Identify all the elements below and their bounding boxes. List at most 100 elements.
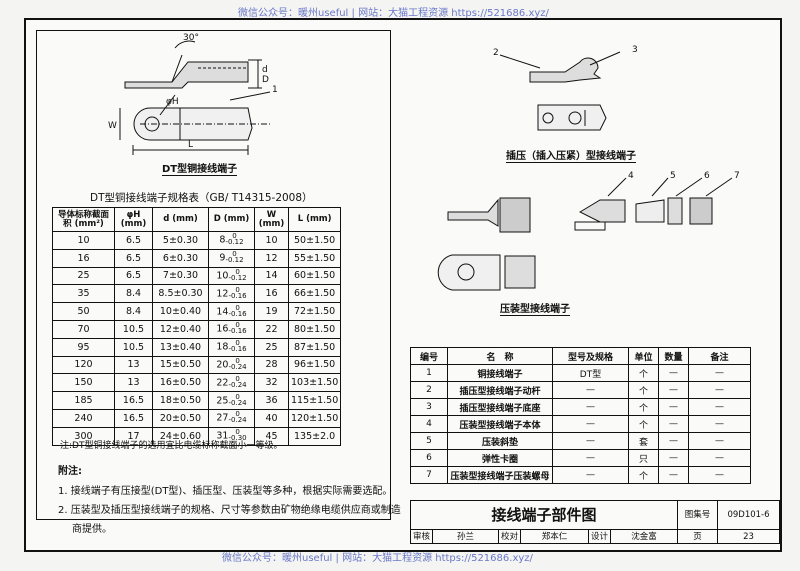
parts-table-cell: — <box>658 449 689 467</box>
parts-table-cell: 个 <box>628 381 659 399</box>
dim-D-base: 12 <box>216 288 229 300</box>
notes-heading: 附注: <box>58 466 82 477</box>
spec-table: 导体标称截面积 (mm²) φH (mm) d (mm) D (mm) W (m… <box>52 207 342 446</box>
designer-signature: 沈金富 <box>611 530 678 544</box>
spec-table-title: DT型铜接线端子规格表（GB/ T14315-2008） <box>90 192 313 204</box>
dim-D-base: 22 <box>216 377 229 389</box>
dim-D-upper-tol: 0 <box>235 321 240 330</box>
parts-table-cell: — <box>552 466 629 484</box>
spec-table-header-row: 导体标称截面积 (mm²) φH (mm) d (mm) D (mm) W (m… <box>52 207 342 232</box>
header-cell: 数量 <box>658 347 689 365</box>
parts-table-cell: — <box>552 398 629 416</box>
dim-D-lower-tol: -0.16 <box>228 309 247 318</box>
dim-D-base: 16 <box>216 323 229 335</box>
dim-D-upper-tol: 0 <box>235 303 240 312</box>
callout-1: 1 <box>272 85 278 95</box>
parts-table-cell: — <box>658 364 689 382</box>
note-1: 1. 接线端子有压接型(DT型)、插压型、压装型等多种，根据实际需要选配。 <box>58 486 393 497</box>
parts-table-cell: — <box>688 398 751 416</box>
dim-D-base: 8 <box>219 234 226 246</box>
parts-table-cell: 插压型接线端子底座 <box>447 398 553 416</box>
parts-table-cell: — <box>552 449 629 467</box>
dim-H-label: φH <box>166 97 179 107</box>
dim-D-upper-tol: 0 <box>232 232 237 241</box>
callout-4: 4 <box>628 171 634 181</box>
parts-table-cell: — <box>688 415 751 433</box>
dim-D-upper-tol: 0 <box>235 428 240 437</box>
header-cell: 型号及规格 <box>552 347 629 365</box>
dim-D-base: 20 <box>216 359 229 371</box>
parts-table-cell: — <box>552 381 629 399</box>
parts-table-cell: — <box>688 466 751 484</box>
dim-D-lower-tol: -0.24 <box>228 380 247 389</box>
header-cell: 编号 <box>410 347 448 365</box>
atlas-number: 09D101-6 <box>718 501 779 530</box>
press-drawing-caption: 压装型接线端子 <box>500 300 570 316</box>
dim-D-lower-tol: -0.16 <box>228 345 247 354</box>
dim-D-lower-tol: -0.24 <box>228 416 247 425</box>
watermark-top: 微信公众号：暖州useful | 网站：大猫工程资源 https://52168… <box>238 8 549 19</box>
parts-table-cell: 铜接线端子 <box>447 364 553 382</box>
parts-table-cell: — <box>658 466 689 484</box>
dim-D-lower-tol: -0.30 <box>228 434 247 443</box>
dim-D-lower-tol: -0.24 <box>228 398 247 407</box>
reviewer-signature: 孙兰 <box>433 530 499 544</box>
header-cell: 单位 <box>628 347 659 365</box>
callout-3: 3 <box>632 45 638 55</box>
note-2-continued: 商提供。 <box>72 524 112 535</box>
dim-D-upper-tol: 0 <box>235 392 240 401</box>
parts-table-cell: — <box>658 381 689 399</box>
header-cell: φH (mm) <box>114 207 153 232</box>
callout-5: 5 <box>670 171 676 181</box>
parts-table-cell: — <box>688 381 751 399</box>
parts-table-cell: 2 <box>410 381 448 399</box>
parts-table-header-row: 编号 名 称 型号及规格 单位 数量 备注 <box>410 347 751 365</box>
page-number: 23 <box>743 532 754 542</box>
dim-D-upper-tol: 0 <box>232 250 237 259</box>
callout-7: 7 <box>734 171 740 181</box>
checker-signature: 郑本仁 <box>521 530 589 544</box>
dim-D-base: 31 <box>216 430 229 442</box>
parts-table-cell: — <box>552 415 629 433</box>
watermark-bottom: 微信公众号：暖州useful | 网站：大猫工程资源 https://52168… <box>222 553 533 564</box>
parts-table-cell: 个 <box>628 398 659 416</box>
callout-2: 2 <box>493 48 499 58</box>
dim-D-lower-tol: -0.12 <box>225 238 244 247</box>
parts-table-cell: 插压型接线端子动杆 <box>447 381 553 399</box>
dim-D-upper-tol: 0 <box>235 410 240 419</box>
parts-table-cell: 5 <box>410 432 448 450</box>
dim-D-base: 18 <box>216 341 229 353</box>
dim-D-label: D <box>262 75 269 85</box>
dim-D-base: 9 <box>219 252 226 264</box>
parts-table-cell: 6 <box>410 449 448 467</box>
spec-table-cell: 31 0-0.30 <box>208 426 255 446</box>
dt-drawing-caption: DT型铜接线端子 <box>162 160 238 176</box>
design-label: 设计 <box>589 530 611 544</box>
atlas-label: 图集号 <box>678 501 718 530</box>
page-label: 页 <box>678 530 718 544</box>
header-cell: 名 称 <box>447 347 553 365</box>
parts-table-cell: — <box>552 432 629 450</box>
spec-footnote: 注:DT型铜接线端子的选用宜比电缆标称截面小一等级。 <box>60 441 283 451</box>
parts-table-cell: 压装斜垫 <box>447 432 553 450</box>
parts-table-cell: 个 <box>628 466 659 484</box>
parts-table-cell: 3 <box>410 398 448 416</box>
callout-6: 6 <box>704 171 710 181</box>
parts-table-cell: 1 <box>410 364 448 382</box>
dim-D-upper-tol: 0 <box>235 268 240 277</box>
parts-table-cell: 压装型接线端子本体 <box>447 415 553 433</box>
